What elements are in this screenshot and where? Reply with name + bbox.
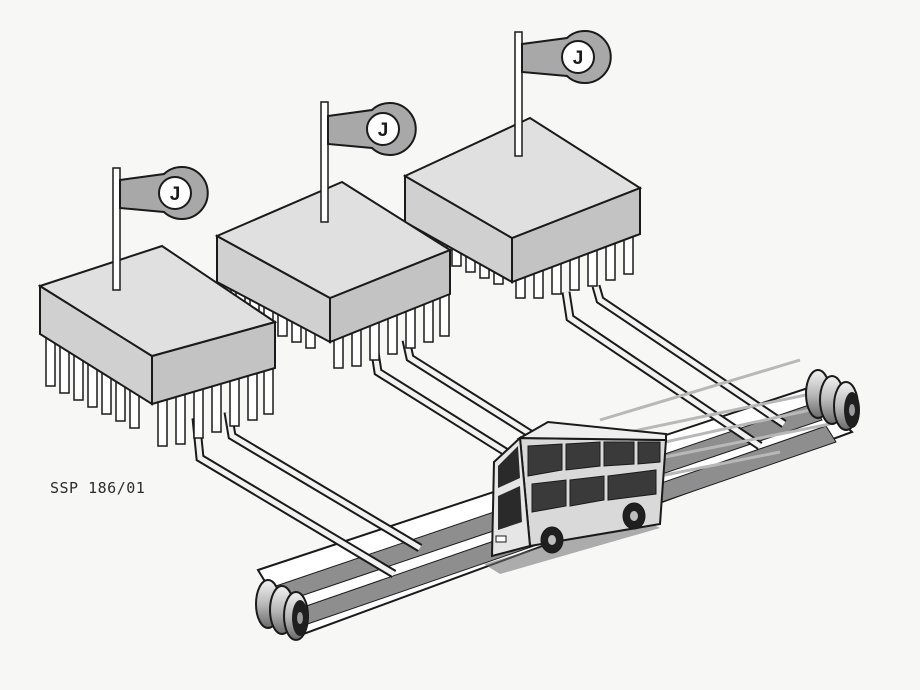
flag-letter: J — [170, 184, 181, 205]
flag-letter: J — [378, 120, 389, 141]
flag-letter: J — [573, 48, 584, 69]
microchip-icon — [37, 244, 278, 447]
flag-icon: J — [112, 166, 209, 291]
microchip-icon — [214, 180, 453, 369]
speed-lines — [599, 358, 831, 480]
double-decker-bus-icon — [484, 420, 668, 574]
cable-reel-icon — [255, 579, 309, 641]
cable-reel-icon — [805, 369, 860, 431]
figure-caption: SSP 186/01 — [50, 479, 146, 497]
flag-icon: J — [514, 30, 612, 157]
flag-icon: J — [320, 101, 417, 223]
